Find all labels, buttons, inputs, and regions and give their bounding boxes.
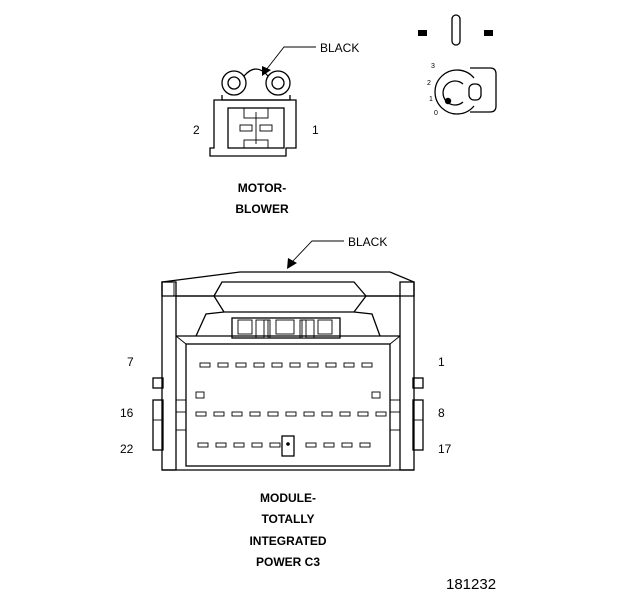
- motor-blower-pin-right: 1: [312, 123, 319, 137]
- motor-blower-wire-color: BLACK: [320, 41, 359, 55]
- module-cavity-row1-6: [289, 362, 301, 368]
- module-top-cap: [161, 271, 415, 297]
- module-pin-17: 17: [438, 442, 452, 456]
- module-leader-line: [291, 240, 344, 263]
- module-cavity-row2-7: [303, 411, 315, 417]
- module-cavity-row3-1: [197, 442, 209, 448]
- module-cavity-row2-6: [285, 411, 297, 417]
- module-cavity-row2-11: [375, 411, 387, 417]
- module-left-post: [161, 281, 177, 471]
- module-left-clip: [152, 399, 164, 451]
- module-connector: BLACK: [120, 235, 452, 569]
- key-marker-right: [484, 30, 493, 36]
- module-cavity-row3-8: [341, 442, 353, 448]
- module-key-right: [371, 391, 381, 399]
- key-position-dot: [444, 97, 452, 105]
- module-right-clip-upper: [412, 377, 424, 389]
- module-cavity-row1-4: [253, 362, 265, 368]
- module-cavity-row1-10: [361, 362, 373, 368]
- module-cavity-row3-9: [359, 442, 371, 448]
- module-title-line3: INTEGRATED: [249, 534, 326, 548]
- module-cavity-row3-2: [215, 442, 227, 448]
- module-cavity-row3-7: [323, 442, 335, 448]
- key-label-1: 1: [429, 96, 433, 103]
- motor-blower-leader-arrow: [262, 66, 271, 76]
- module-cavity-row3-4: [251, 442, 263, 448]
- module-cavity-row2-8: [321, 411, 333, 417]
- module-cavity-row2-4: [249, 411, 261, 417]
- module-title-line1: MODULE-: [260, 491, 316, 505]
- key-label-2: 2: [427, 80, 431, 87]
- module-right-post: [399, 281, 415, 471]
- module-key-left: [195, 391, 205, 399]
- module-shoulder: [176, 295, 400, 313]
- motor-blower-latch: [221, 68, 291, 101]
- module-cavity-row1-9: [343, 362, 355, 368]
- module-cavity-row1-7: [307, 362, 319, 368]
- key-vertical-slot: [451, 14, 461, 46]
- position-key: 3 2 1 0: [418, 14, 497, 117]
- module-body: [185, 343, 391, 467]
- module-left-clip-upper: [152, 377, 164, 389]
- motor-blower-title-line1: MOTOR-: [238, 181, 286, 195]
- module-cavity-row2-5: [267, 411, 279, 417]
- module-cavity-row2-9: [339, 411, 351, 417]
- module-pin-8: 8: [438, 406, 445, 420]
- motor-blower-leader-line: [265, 46, 316, 71]
- module-cavity-row2-10: [357, 411, 369, 417]
- module-cavity-row3-6: [305, 442, 317, 448]
- key-label-0: 0: [434, 110, 438, 117]
- module-cavity-row1-8: [325, 362, 337, 368]
- module-cavity-row3-3: [233, 442, 245, 448]
- module-right-clip: [412, 399, 424, 451]
- key-marker-left: [418, 30, 427, 36]
- motor-blower-housing: [209, 99, 297, 157]
- module-cavities: [195, 362, 387, 448]
- module-cavity-row2-3: [231, 411, 243, 417]
- motor-blower-connector: BLACK 2 1 MOTOR- BLOWER: [193, 41, 359, 216]
- module-title-line2: TOTALLY: [261, 512, 314, 526]
- key-inner-ring: [442, 80, 464, 106]
- module-latch: [231, 317, 341, 345]
- module-leader-arrow: [287, 258, 297, 269]
- module-pin-16: 16: [120, 406, 134, 420]
- motor-blower-terminal-1: [259, 124, 273, 132]
- key-label-3: 3: [431, 63, 435, 70]
- module-cavity-row1-5: [271, 362, 283, 368]
- module-cavity-row1-1: [199, 362, 211, 368]
- key-ring: [434, 69, 475, 115]
- module-polarizing-key: [281, 435, 295, 457]
- module-cavity-row1-3: [235, 362, 247, 368]
- motor-blower-terminal-2: [239, 124, 253, 132]
- key-cylinder: [470, 67, 497, 113]
- module-cavity-row3-5: [269, 442, 281, 448]
- module-pin-1: 1: [438, 355, 445, 369]
- module-title-line4: POWER C3: [256, 555, 320, 569]
- module-pin-22: 22: [120, 442, 134, 456]
- motor-blower-title-line2: BLOWER: [235, 202, 289, 216]
- module-cavity-row2-1: [195, 411, 207, 417]
- module-cavity-row1-2: [217, 362, 229, 368]
- module-pin-7: 7: [127, 355, 134, 369]
- figure-number: 181232: [446, 576, 496, 593]
- motor-blower-pin-left: 2: [193, 123, 200, 137]
- module-wire-color: BLACK: [348, 235, 387, 249]
- key-head: [468, 83, 482, 101]
- module-cavity-row2-2: [213, 411, 225, 417]
